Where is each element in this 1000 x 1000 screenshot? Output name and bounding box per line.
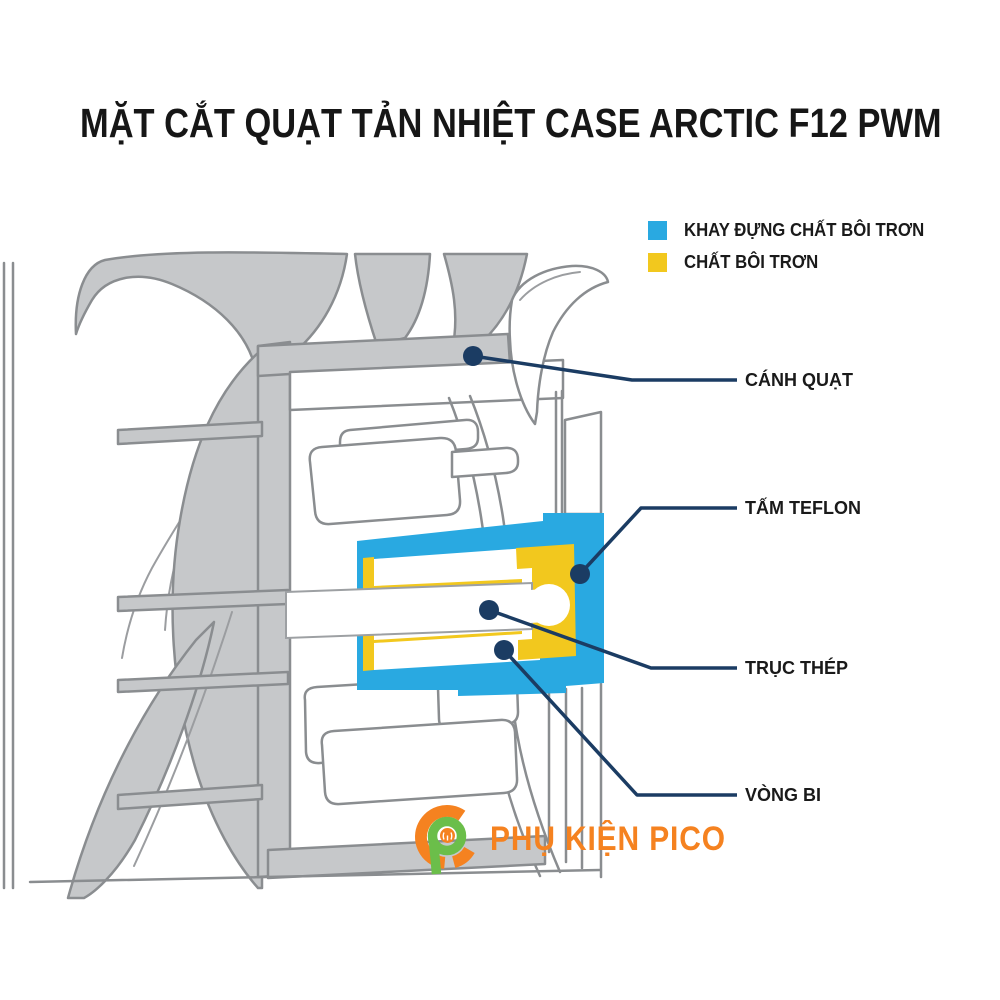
callout-label-bearing: VÒNG BI [745, 785, 822, 805]
page-title: MẶT CẮT QUẠT TẢN NHIỆT CASE ARCTIC F12 P… [80, 100, 942, 146]
callout-dot-fan-blade [463, 346, 483, 366]
legend-label: CHẤT BÔI TRƠN [684, 251, 819, 272]
legend-item-lubricant: CHẤT BÔI TRƠN [648, 250, 942, 274]
logo-orange-arc [451, 846, 475, 868]
blade-trailing-line [133, 611, 233, 867]
callout-line-fan-blade [472, 354, 737, 382]
stator-winding-shape [320, 718, 519, 806]
callout-line-steel-shaft [488, 608, 737, 670]
fan-blade-shape [353, 252, 432, 347]
callout-dot-bearing [494, 640, 514, 660]
fan-blade-outline-shape [508, 264, 610, 426]
logo-green-stem [428, 840, 442, 875]
callout-dot-steel-shaft [479, 600, 499, 620]
stator-winding-shape [308, 436, 462, 526]
callout-label-steel-shaft: TRỤC THÉP [745, 658, 848, 678]
legend: KHAY ĐỰNG CHẤT BÔI TRƠN CHẤT BÔI TRƠN [648, 218, 942, 282]
pico-logo-icon [415, 805, 475, 875]
legend-label: KHAY ĐỰNG CHẤT BÔI TRƠN [684, 219, 925, 240]
legend-swatch-yellow [648, 252, 667, 272]
callout-line-teflon-pad [578, 506, 737, 576]
frame-wall-shape [563, 410, 603, 516]
legend-item-tray: KHAY ĐỰNG CHẤT BÔI TRƠN [648, 218, 942, 242]
fan-blade-shape [66, 620, 216, 900]
logo-antenna-glyph [442, 832, 453, 841]
callout-line-bearing [502, 648, 737, 797]
callout-label-fan-blade: CÁNH QUẠT [745, 370, 853, 390]
stator-bar-shape [116, 783, 264, 811]
blade-detail-line [519, 271, 581, 301]
stator-bar-shape [116, 420, 264, 446]
logo-green-ring [427, 816, 467, 856]
pico-logo-text: PHỤ KIỆN PICO [490, 820, 726, 858]
callout-dot-teflon-pad [570, 564, 590, 584]
legend-swatch-blue [648, 220, 667, 240]
stator-bar-shape [116, 670, 290, 694]
lubricant-film-shape [374, 631, 522, 643]
steel-shaft-shape [285, 581, 533, 640]
frame-bottom-line [28, 868, 602, 884]
callout-label-teflon-pad: TẤM TEFLON [745, 498, 861, 518]
stator-pole-shape [450, 446, 520, 479]
shaft-tip-shape [528, 584, 570, 626]
